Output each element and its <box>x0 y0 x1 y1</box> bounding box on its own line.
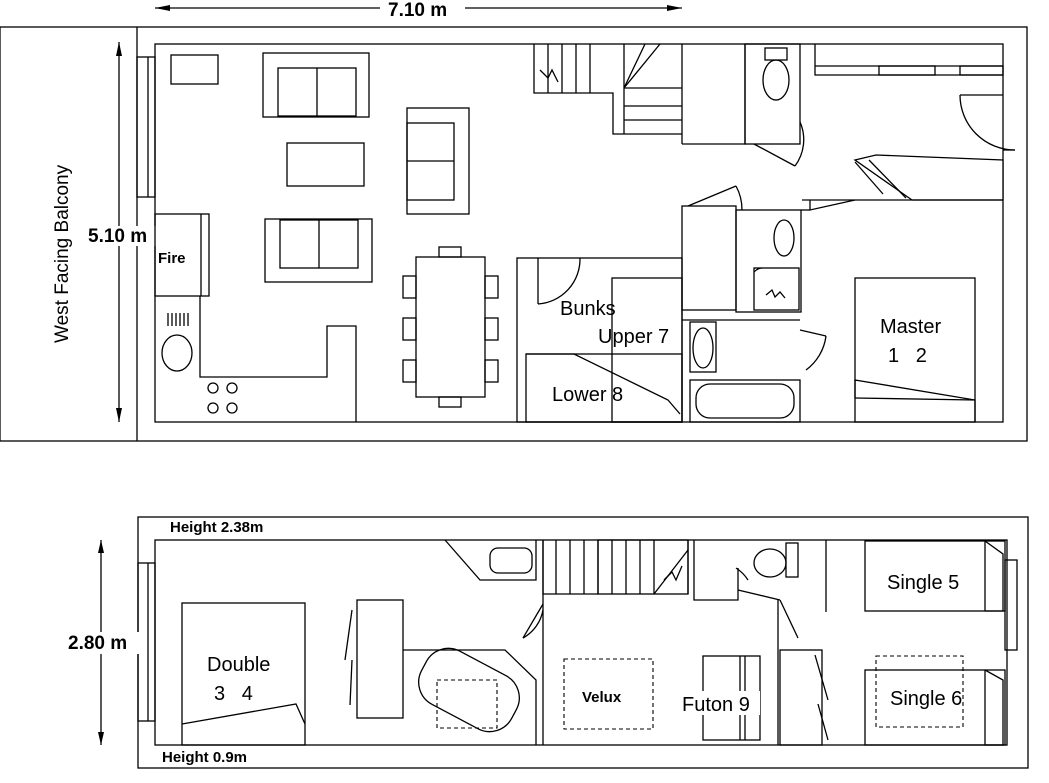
living-room-furniture: Fire <box>154 52 499 422</box>
single-bed-6: Single 6 <box>864 655 1006 746</box>
double-bed: Double 3 4 <box>181 602 306 746</box>
basin <box>773 219 795 257</box>
bath-upper <box>418 647 520 733</box>
coffee-table <box>286 142 365 187</box>
hob <box>207 382 238 414</box>
upper-floor <box>137 516 1029 769</box>
bunks-label: Bunks <box>560 298 616 320</box>
dining-table <box>415 256 486 398</box>
height-top-label: Height 2.38m <box>170 519 263 536</box>
depth-label: 5.10 m <box>88 226 147 247</box>
velux-label: Velux <box>582 689 622 706</box>
width-label: 7.10 m <box>388 0 447 21</box>
shower <box>753 267 800 311</box>
master-label: Master <box>880 316 941 338</box>
dining-chairs <box>402 246 499 408</box>
upper-depth-dimension: 2.80 m <box>66 540 142 745</box>
master-beds-label: 1 2 <box>888 345 927 367</box>
depth-dimension: 5.10 m <box>86 42 160 422</box>
fireplace <box>154 213 210 297</box>
futon-label: Futon 9 <box>682 694 750 716</box>
futon: Futon 9 <box>680 655 761 741</box>
lower-bunk-label: Lower 8 <box>552 384 623 406</box>
sofa-2 <box>264 218 373 283</box>
single6-label: Single 6 <box>890 688 962 710</box>
upper-bunk-label: Upper 7 <box>598 326 669 348</box>
fire-label: Fire <box>158 250 186 267</box>
stairs-ground <box>533 43 682 135</box>
sofa <box>262 52 370 118</box>
tv-unit <box>170 54 219 85</box>
drainer <box>167 313 189 326</box>
single-bed-5: Single 5 <box>864 540 1006 612</box>
hall-walls <box>516 43 1016 423</box>
kitchen-counter <box>199 296 357 422</box>
double-label: Double <box>207 654 270 676</box>
velux-window: Velux <box>563 658 654 730</box>
master-bed: Master 1 2 <box>854 277 976 423</box>
sink <box>161 334 193 372</box>
single5-label: Single 5 <box>887 572 959 594</box>
bunk-beds: Bunks Upper 7 Lower 8 <box>525 277 683 423</box>
width-dimension: 7.10 m <box>155 0 682 21</box>
balcony-label: West Facing Balcony <box>52 164 73 343</box>
height-bottom-label: Height 0.9m <box>162 749 247 766</box>
bath <box>689 379 801 423</box>
upper-depth-label: 2.80 m <box>68 633 127 654</box>
double-beds-label: 3 4 <box>214 683 253 705</box>
toilet <box>762 59 790 101</box>
